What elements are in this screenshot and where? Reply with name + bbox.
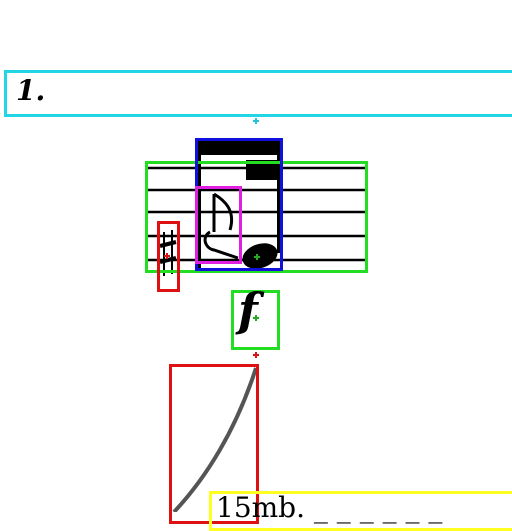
notehead bbox=[242, 243, 278, 269]
score-canvas bbox=[148, 141, 366, 512]
text-direction-label: 15mb. _ _ _ _ _ _ bbox=[216, 491, 443, 524]
slur-icon bbox=[172, 367, 258, 512]
accidental-box bbox=[157, 221, 180, 292]
dynamic-center-marker bbox=[253, 315, 259, 321]
measure-number: 1. bbox=[16, 74, 46, 107]
beam bbox=[198, 141, 280, 155]
eighth-note-icon bbox=[203, 192, 239, 260]
sharp-icon bbox=[159, 230, 177, 276]
slur-anchor-marker bbox=[253, 352, 259, 358]
text-direction-box: 15mb. _ _ _ _ _ _ bbox=[209, 491, 512, 531]
grace-note-box bbox=[195, 186, 242, 264]
stem-right bbox=[277, 141, 280, 253]
beamed-note-group bbox=[198, 141, 280, 269]
accidental-center-marker bbox=[164, 253, 170, 259]
measure-number-box: 1. bbox=[4, 70, 512, 117]
measure-anchor-marker bbox=[253, 118, 259, 124]
stem-left bbox=[198, 141, 201, 269]
staff-box bbox=[145, 161, 368, 273]
notehead-center-marker bbox=[254, 254, 260, 260]
forte-icon: f bbox=[238, 283, 258, 337]
beam-secondary bbox=[246, 160, 280, 180]
dynamic-box: f bbox=[231, 283, 280, 350]
